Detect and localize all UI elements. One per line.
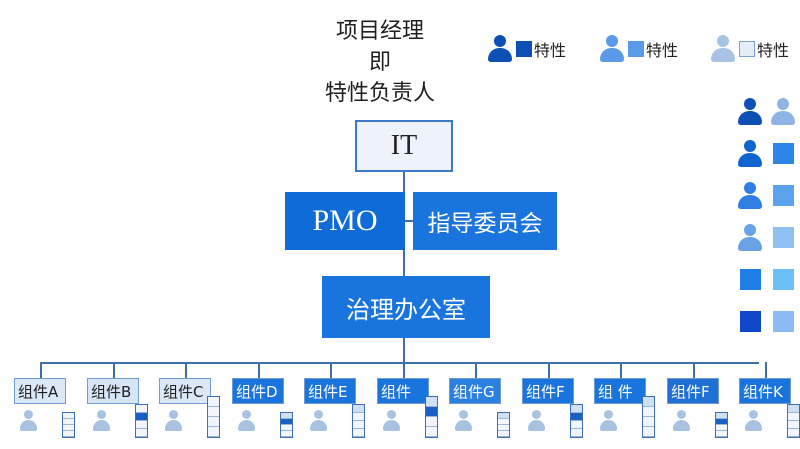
person-icon	[745, 410, 762, 434]
stack-bar	[207, 396, 220, 438]
person-icon	[738, 140, 762, 168]
legend-item-light: 特性	[711, 34, 789, 64]
stack-bar	[787, 404, 800, 438]
person-icon	[738, 182, 762, 210]
diagram-title: 项目经理 即 特性负责人	[300, 16, 460, 109]
person-icon	[600, 410, 617, 434]
person-icon	[383, 410, 400, 434]
legend-item-dark: 特性	[488, 34, 566, 64]
color-swatch	[771, 182, 795, 210]
stack-bar	[642, 396, 655, 438]
component-box: 组件C	[159, 378, 211, 404]
connector-drop	[113, 362, 115, 378]
node-pmo: PMO	[285, 192, 405, 250]
connector-drop	[620, 362, 622, 378]
person-icon	[488, 35, 512, 63]
person-icon	[738, 224, 762, 252]
component-box: 组件	[377, 378, 429, 404]
person-icon	[20, 410, 37, 434]
stack-bar	[280, 412, 293, 438]
connector-drop	[330, 362, 332, 378]
stack-bar	[352, 404, 365, 438]
connector-bus	[42, 362, 759, 364]
connector-line	[405, 220, 413, 222]
component-box: 组件E	[304, 378, 356, 404]
stack-bar	[715, 412, 728, 438]
node-it: IT	[355, 120, 453, 172]
component-box: 组件F	[667, 378, 719, 404]
person-icon	[673, 410, 690, 434]
component-box: 组件K	[739, 378, 791, 404]
component-box: 组件D	[232, 378, 284, 404]
connector-drop	[693, 362, 695, 378]
legend-swatch-medium	[628, 41, 644, 57]
person-icon	[738, 98, 762, 126]
connector-line	[403, 172, 405, 192]
person-icon	[600, 35, 624, 63]
person-icon	[238, 410, 255, 434]
connector-drop	[258, 362, 260, 378]
color-swatch	[771, 140, 795, 168]
person-icon	[771, 98, 795, 126]
connector-line	[403, 338, 405, 362]
connector-drop	[548, 362, 550, 378]
stack-bar	[497, 412, 510, 438]
legend-label: 特性	[646, 41, 679, 60]
person-icon	[455, 410, 472, 434]
legend-label: 特性	[534, 41, 567, 60]
legend-label: 特性	[757, 41, 790, 60]
color-swatch	[771, 224, 795, 252]
stack-bar	[425, 396, 438, 438]
color-swatch	[771, 308, 795, 336]
title-line-2: 即	[368, 50, 391, 75]
legend-item-medium: 特性	[600, 34, 678, 64]
component-box: 组 件	[594, 378, 646, 404]
legend-swatch-dark	[516, 41, 532, 57]
component-box: 组件F	[522, 378, 574, 404]
stack-bar	[570, 404, 583, 438]
stack-bar	[62, 412, 75, 438]
connector-drop	[475, 362, 477, 378]
connector-drop	[403, 362, 405, 378]
connector-drop	[765, 362, 767, 378]
component-box: 组件G	[449, 378, 501, 404]
person-icon	[528, 410, 545, 434]
person-icon	[165, 410, 182, 434]
person-icon	[711, 35, 735, 63]
connector-drop	[40, 362, 42, 378]
person-icon	[93, 410, 110, 434]
node-steering-committee: 指导委员会	[413, 192, 557, 250]
color-swatch	[738, 266, 762, 294]
component-box: 组件B	[87, 378, 139, 404]
color-swatch	[738, 308, 762, 336]
node-governance-office: 治理办公室	[322, 276, 490, 338]
connector-line	[403, 250, 405, 276]
color-swatch	[771, 266, 795, 294]
legend-swatch-light	[739, 41, 755, 57]
stack-bar	[135, 404, 148, 438]
title-line-1: 项目经理	[335, 19, 424, 44]
component-box: 组件A	[14, 378, 66, 404]
title-line-3: 特性负责人	[324, 81, 435, 106]
person-icon	[310, 410, 327, 434]
connector-drop	[185, 362, 187, 378]
